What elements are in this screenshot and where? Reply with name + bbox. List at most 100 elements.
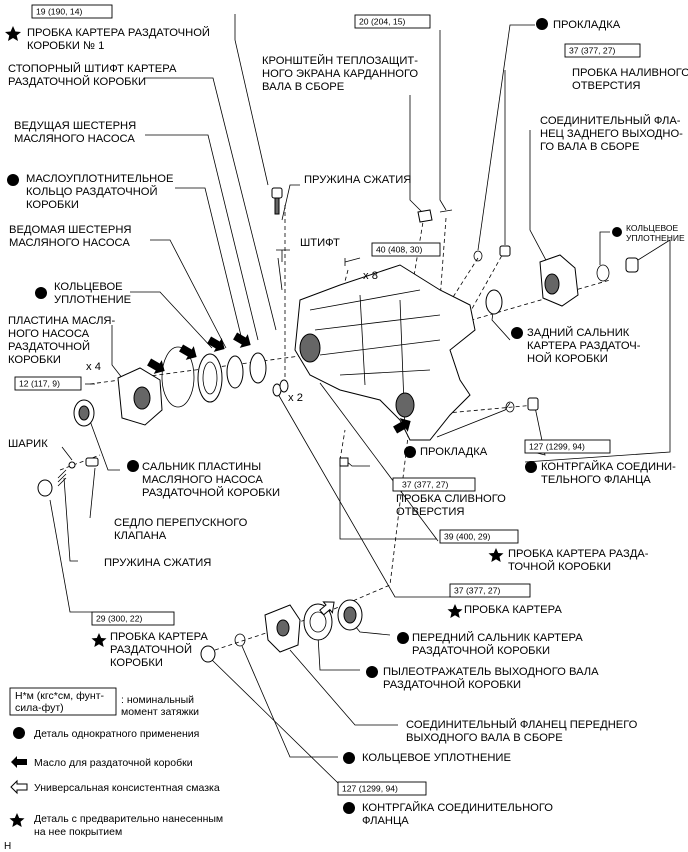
label-o-ring-lower: КОЛЬЦЕВОЕ УПЛОТНЕНИЕ <box>362 752 511 764</box>
label-flange-locknut-rear: КОНТРГАЙКА СОЕДИНИ- <box>541 460 676 473</box>
label-oil-pump-driven-gear: ВЕДОМАЯ ШЕСТЕРНЯ <box>9 224 132 236</box>
legend-precoated: Деталь с предварительно нанесенным <box>34 813 223 825</box>
label-gasket-top: ПРОКЛАДКА <box>553 19 621 31</box>
front-output-opening <box>395 392 415 418</box>
svg-text:НЕЦ ЗАДНЕГО ВЫХОДНО-: НЕЦ ЗАДНЕГО ВЫХОДНО- <box>540 128 683 140</box>
oil-arrow-icon <box>11 756 27 768</box>
heat-shield-bracket <box>417 209 433 223</box>
label-transfer-plug-lower: ПРОБКА КАРТЕРА <box>110 631 208 643</box>
torque-2: 20 (204, 15) <box>359 17 405 27</box>
plug-left <box>37 479 53 497</box>
non-reusable-dot-icon <box>35 287 47 299</box>
svg-text:КЛАПАНА: КЛАПАНА <box>114 530 167 542</box>
parts <box>37 187 639 663</box>
label-rear-oil-seal: ЗАДНИЙ САЛЬНИК <box>527 326 630 339</box>
label-heat-shield-bracket: КРОНШТЕЙН ТЕПЛОЗАЩИТ- <box>262 54 418 67</box>
non-reusable-dot-icon <box>525 461 537 473</box>
oil-arrows <box>147 332 411 616</box>
non-reusable-dot-icon <box>612 227 622 237</box>
svg-text:ГО ВАЛА В СБОРЕ: ГО ВАЛА В СБОРЕ <box>540 141 639 153</box>
label-transfer-plug-1: ПРОБКА КАРТЕРА РАЗДАТОЧНОЙ <box>27 26 210 39</box>
label-o-ring: КОЛЬЦЕВОЕ <box>54 281 123 293</box>
legend-non-reusable: Деталь однократного применения <box>34 728 199 740</box>
quantity-x2: x 2 <box>288 392 303 404</box>
oil-arrow-icon <box>147 358 165 374</box>
label-relief-valve-seat: СЕДЛО ПЕРЕПУСКНОГО <box>114 517 248 529</box>
label-compression-spring-lower: ПРУЖИНА СЖАТИЯ <box>104 557 211 569</box>
label-gasket-lower: ПРОКЛАДКА <box>420 446 488 458</box>
torque-11: 127 (1299, 94) <box>342 784 398 794</box>
svg-text:КОЛЬЦО РАЗДАТОЧНОЙ: КОЛЬЦО РАЗДАТОЧНОЙ <box>26 185 158 198</box>
quantity-x4: x 4 <box>86 361 101 373</box>
star-icon <box>488 548 504 562</box>
label-pin: ШТИФТ <box>300 237 340 249</box>
label-flange-locknut-front: КОНТРГАЙКА СОЕДИНИТЕЛЬНОГО <box>362 801 553 814</box>
label-front-output-flange: СОЕДИНИТЕЛЬНЫЙ ФЛАНЕЦ ПЕРЕДНЕГО <box>406 718 638 731</box>
svg-text:РАЗДАТОЧНОЙ: РАЗДАТОЧНОЙ <box>110 643 192 656</box>
oil-arrow-icon <box>207 336 225 352</box>
svg-text:КОРОБКИ: КОРОБКИ <box>26 199 79 211</box>
oil-arrow-icon <box>393 418 411 434</box>
o-ring-large <box>161 346 195 408</box>
symbols <box>5 18 622 827</box>
svg-text:РАЗДАТОЧНОЙ КОРОБКИ: РАЗДАТОЧНОЙ КОРОБКИ <box>142 486 280 499</box>
label-o-ring-right: КОЛЬЦЕВОЕ <box>626 223 678 233</box>
rear-output-opening <box>299 333 321 363</box>
svg-text:ОТВЕРСТИЯ: ОТВЕРСТИЯ <box>396 506 464 518</box>
non-reusable-dot-icon <box>536 18 548 30</box>
svg-text:КОРОБКИ: КОРОБКИ <box>8 354 61 366</box>
label-rear-output-flange: СОЕДИНИТЕЛЬНЫЙ ФЛА- <box>540 114 681 127</box>
svg-text:сила-фут): сила-фут) <box>15 702 64 714</box>
svg-text:ВЫХОДНОГО ВАЛА В СБОРЕ: ВЫХОДНОГО ВАЛА В СБОРЕ <box>406 732 563 744</box>
label-retainer-pin: СТОПОРНЫЙ ШТИФТ КАРТЕРА <box>8 62 177 75</box>
legend-torque-text: : номинальный <box>121 694 194 706</box>
non-reusable-dot-icon <box>366 666 378 678</box>
svg-text:НОГО НАСОСА: НОГО НАСОСА <box>8 328 90 340</box>
star-icon <box>9 813 25 827</box>
label-dust-deflector: ПЫЛЕОТРАЖАТЕЛЬ ВЫХОДНОГО ВАЛА <box>383 666 599 678</box>
svg-text:УПЛОТНЕНИЕ: УПЛОТНЕНИЕ <box>54 294 131 306</box>
plug-1 <box>271 187 283 199</box>
transfer-case-body <box>294 264 476 441</box>
legend-oil: Масло для раздаточной коробки <box>34 757 193 769</box>
svg-text:ОТВЕРСТИЯ: ОТВЕРСТИЯ <box>572 80 640 92</box>
label-drain-plug: ПРОБКА СЛИВНОГО <box>396 493 506 505</box>
label-front-oil-seal: ПЕРЕДНИЙ САЛЬНИК КАРТЕРА <box>412 631 583 644</box>
label-case-plug: ПРОБКА КАРТЕРА <box>464 604 562 616</box>
torque-7: 37 (377, 27) <box>402 480 448 490</box>
label-oil-pump-drive-gear: ВЕДУЩАЯ ШЕСТЕРНЯ <box>14 120 136 132</box>
label-transfer-plug-right: ПРОБКА КАРТЕРА РАЗДА- <box>508 548 649 560</box>
torque-1: 19 (190, 14) <box>36 7 82 17</box>
oil-arrow-icon <box>233 332 251 348</box>
grease-arrow-icon <box>319 601 335 616</box>
torque-9: 37 (377, 27) <box>454 586 500 596</box>
svg-text:МАСЛЯНОГО НАСОСА: МАСЛЯНОГО НАСОСА <box>14 133 135 145</box>
non-reusable-dot-icon <box>13 727 25 739</box>
torque-10: 29 (300, 22) <box>96 614 142 624</box>
driven-gear <box>197 353 223 403</box>
label-oil-seal-ring: МАСЛОУПЛОТНИТЕЛЬНОЕ <box>26 173 173 185</box>
torque-boxes: 19 (190, 14) 20 (204, 15) 37 (377, 27) 4… <box>14 4 641 796</box>
torque-3: 37 (377, 27) <box>569 46 615 56</box>
svg-text:КОРОБКИ: КОРОБКИ <box>110 657 163 669</box>
svg-text:МАСЛЯНОГО НАСОСА: МАСЛЯНОГО НАСОСА <box>9 237 130 249</box>
star-icon <box>91 633 107 647</box>
torque-4: 40 (408, 30) <box>376 245 422 255</box>
svg-text:НОЙ КОРОБКИ: НОЙ КОРОБКИ <box>527 352 608 365</box>
torque-6: 127 (1299, 94) <box>529 442 585 452</box>
label-filler-plug: ПРОБКА НАЛИВНОГО <box>572 67 688 79</box>
svg-text:РАЗДАТОЧНОЙ: РАЗДАТОЧНОЙ <box>8 340 90 353</box>
quantity-x8: x 8 <box>363 270 378 282</box>
non-reusable-dot-icon <box>343 752 355 764</box>
label-oil-pump-plate-seal: САЛЬНИК ПЛАСТИНЫ <box>142 461 261 473</box>
oil-arrow-icon <box>179 344 197 360</box>
svg-text:ТЕЛЬНОГО ФЛАНЦА: ТЕЛЬНОГО ФЛАНЦА <box>541 474 651 486</box>
svg-text:ТОЧНОЙ КОРОБКИ: ТОЧНОЙ КОРОБКИ <box>508 560 611 573</box>
svg-text:ВАЛА В СБОРЕ: ВАЛА В СБОРЕ <box>262 81 344 93</box>
svg-text:ФЛАНЦА: ФЛАНЦА <box>362 815 409 827</box>
svg-text:момент затяжки: момент затяжки <box>121 706 199 718</box>
non-reusable-dot-icon <box>343 802 355 814</box>
figure-code: H <box>4 841 11 852</box>
oil-seal-ring <box>249 352 267 384</box>
